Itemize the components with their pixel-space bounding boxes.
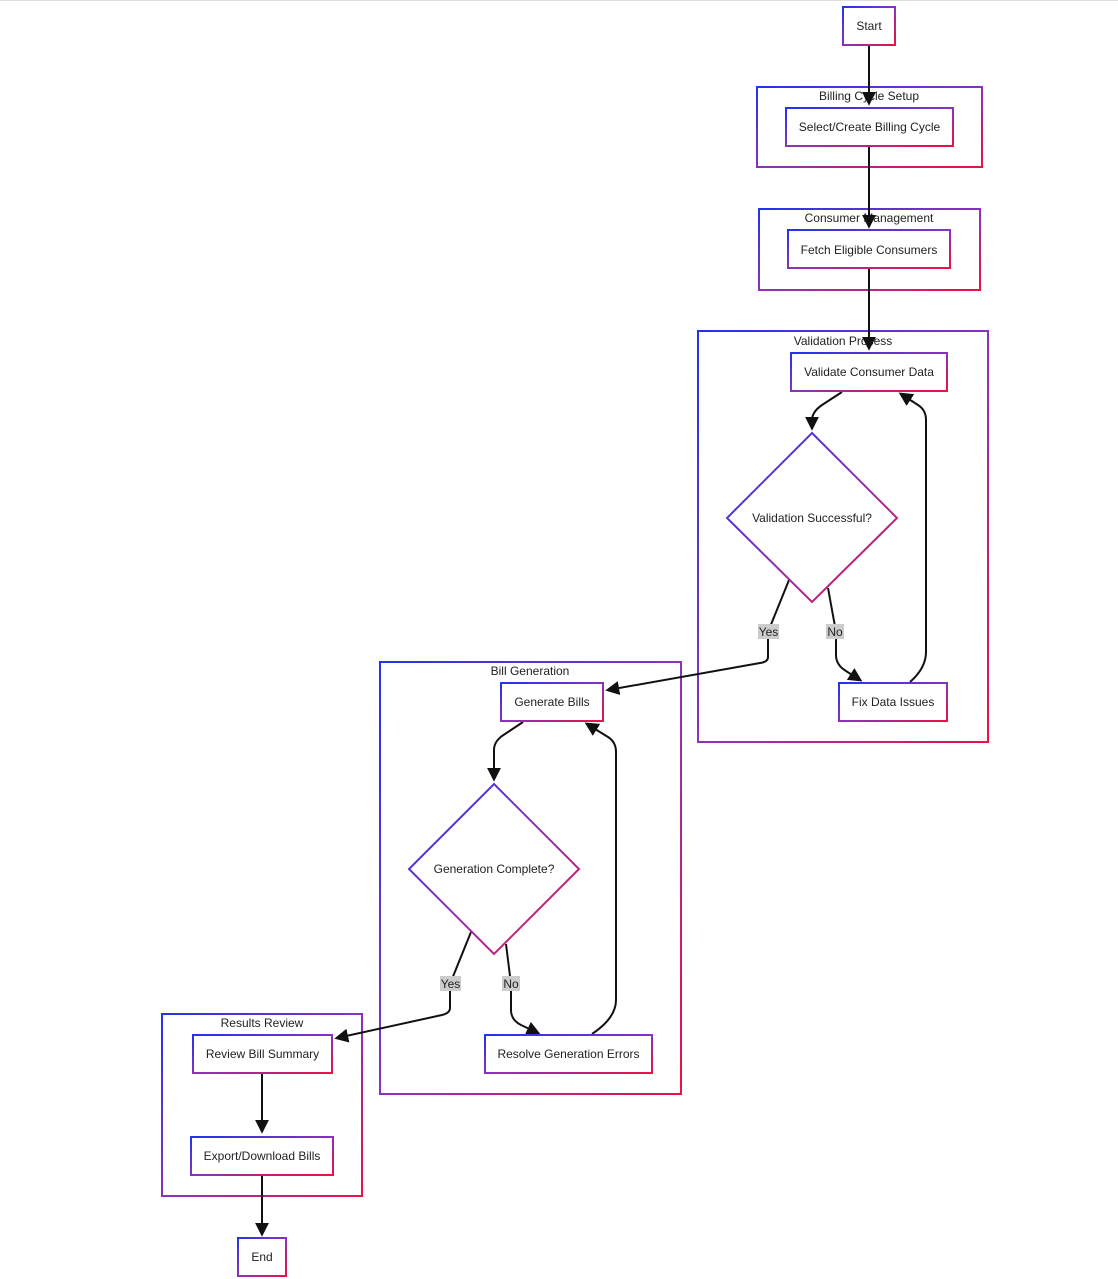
node-label: End (251, 1250, 272, 1264)
edge-validation-yes (605, 579, 790, 695)
node-resolve-generation-errors[interactable]: Resolve Generation Errors (484, 1034, 653, 1074)
edge-label-text: Yes (441, 977, 461, 991)
edge-generation-yes (334, 931, 472, 1043)
node-label: Validation Successful? (752, 511, 872, 525)
edge-validate-to-decision (805, 391, 843, 431)
node-generate-bills[interactable]: Generate Bills (500, 682, 604, 722)
node-label: Start (856, 19, 882, 33)
node-label: Fix Data Issues (852, 695, 935, 709)
cluster-title-validation: Validation Process (794, 334, 893, 348)
edge-fix-to-validate (898, 392, 927, 683)
node-generation-complete-decision[interactable]: Generation Complete? (407, 782, 581, 956)
edge-label-text: No (503, 977, 519, 991)
node-end[interactable]: End (237, 1237, 287, 1277)
cluster-title-review: Results Review (221, 1016, 304, 1030)
edge-label-validation-no: No (826, 624, 844, 639)
node-label: Select/Create Billing Cycle (799, 120, 941, 134)
node-fetch-eligible-consumers[interactable]: Fetch Eligible Consumers (787, 229, 951, 269)
cluster-title-generation: Bill Generation (491, 664, 570, 678)
cluster-bill-generation: Bill Generation (379, 661, 682, 1095)
node-validate-consumer-data[interactable]: Validate Consumer Data (790, 352, 948, 392)
node-label: Generation Complete? (434, 862, 555, 876)
edge-validation-no (827, 587, 863, 682)
edge-label-generation-yes: Yes (440, 976, 461, 991)
node-label: Fetch Eligible Consumers (801, 243, 938, 257)
edge-resolve-to-generate (584, 722, 617, 1035)
node-validation-successful-decision[interactable]: Validation Successful? (725, 431, 899, 604)
node-review-bill-summary[interactable]: Review Bill Summary (192, 1034, 333, 1074)
node-label: Generate Bills (514, 695, 589, 709)
node-label: Export/Download Bills (204, 1149, 321, 1163)
edge-generation-no (505, 943, 541, 1035)
node-label: Validate Consumer Data (804, 365, 934, 379)
edge-label-text: Yes (759, 625, 779, 639)
node-start[interactable]: Start (842, 6, 896, 46)
node-label: Resolve Generation Errors (497, 1047, 639, 1061)
edge-label-validation-yes: Yes (758, 624, 779, 639)
edge-label-text: No (827, 625, 843, 639)
node-fix-data-issues[interactable]: Fix Data Issues (838, 682, 948, 722)
edge-generate-to-decision (487, 721, 524, 782)
node-export-download-bills[interactable]: Export/Download Bills (190, 1136, 334, 1176)
node-select-create-billing-cycle[interactable]: Select/Create Billing Cycle (785, 107, 954, 147)
edges (255, 45, 927, 1237)
edge-label-generation-no: No (502, 976, 520, 991)
node-label: Review Bill Summary (206, 1047, 319, 1061)
